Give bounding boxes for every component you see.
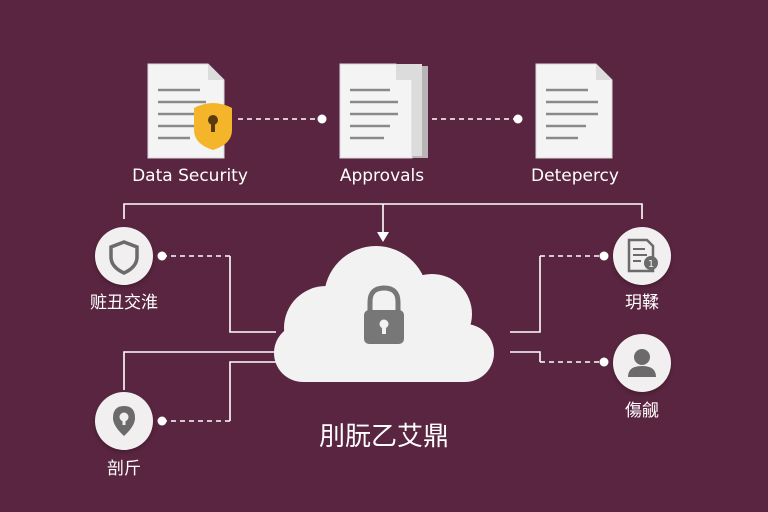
node-user bbox=[613, 334, 671, 392]
arrow-head bbox=[377, 232, 389, 242]
label-dependency: Detepercy bbox=[531, 166, 619, 186]
location-pin-icon bbox=[113, 406, 135, 436]
label-left-upper: 赃丑交淮 bbox=[90, 293, 158, 313]
center-label: 刖朊乙艾鼎 bbox=[318, 422, 449, 452]
security-badge-icon bbox=[194, 103, 232, 150]
document-icon bbox=[535, 63, 613, 159]
cloud-icon bbox=[274, 246, 494, 382]
connector-left-lower-elbow bbox=[229, 361, 276, 421]
node-location bbox=[95, 392, 153, 450]
padlock-icon bbox=[364, 285, 404, 344]
dot bbox=[599, 251, 609, 261]
connector-right-lower-elbow bbox=[510, 351, 541, 362]
label-approvals: Approvals bbox=[339, 166, 425, 186]
document-alert-icon: 1 bbox=[627, 238, 658, 273]
document-dependency bbox=[534, 62, 630, 167]
dot bbox=[513, 114, 523, 124]
document-icon bbox=[339, 63, 428, 159]
shield-icon bbox=[109, 240, 139, 275]
node-shield bbox=[95, 227, 153, 285]
dot bbox=[157, 251, 167, 261]
connector-left-upper-elbow bbox=[229, 256, 276, 333]
document-data-security bbox=[146, 62, 242, 167]
connector-right-upper-elbow bbox=[510, 256, 541, 333]
label-data-security: Data Security bbox=[132, 166, 248, 186]
svg-text:1: 1 bbox=[648, 259, 654, 270]
document-approvals bbox=[338, 62, 434, 167]
label-right-upper: 玥鞣 bbox=[625, 293, 659, 313]
dot bbox=[599, 357, 609, 367]
label-left-lower: 剖斤 bbox=[107, 459, 141, 479]
dot bbox=[157, 416, 167, 426]
user-icon bbox=[628, 349, 656, 377]
label-right-lower: 傷觎 bbox=[625, 401, 659, 421]
node-document-alert: 1 bbox=[613, 227, 671, 285]
connector-left-lower-vertical bbox=[123, 351, 276, 390]
dot bbox=[317, 114, 327, 124]
